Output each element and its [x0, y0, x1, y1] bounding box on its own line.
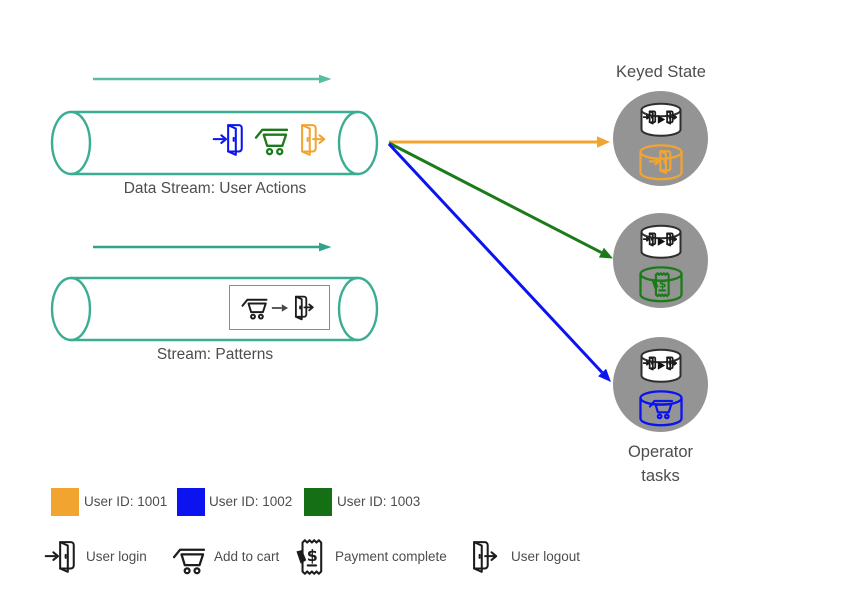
add-to-cart-icon	[241, 296, 268, 320]
arrow-user-1002	[387, 142, 611, 382]
payment-complete-legend-label: Payment complete	[335, 549, 447, 564]
pattern-operator-icon	[640, 348, 681, 383]
user-1001-label: User ID: 1001	[84, 494, 168, 509]
arrow-user-1001	[389, 136, 610, 148]
operator-task-3	[613, 337, 708, 432]
user-logout-icon	[292, 293, 318, 323]
operator-task-2	[613, 213, 708, 308]
keyed-state-login-icon	[638, 144, 683, 181]
user-1002-label: User ID: 1002	[209, 494, 293, 509]
user-login-legend-label: User login	[86, 549, 147, 564]
stream1-flow-arrow	[93, 74, 332, 84]
keyed-state-title: Keyed State	[616, 63, 706, 81]
stream2-cylinder	[50, 276, 379, 342]
add-to-cart-icon	[172, 545, 206, 575]
user-1003-swatch	[304, 488, 332, 516]
stream2-label: Stream: Patterns	[156, 346, 274, 363]
user-login-icon	[44, 538, 78, 576]
user-1003-label: User ID: 1003	[337, 494, 421, 509]
user-1001-swatch	[51, 488, 79, 516]
keyed-state-payment-icon	[638, 266, 683, 303]
stream1-cylinder	[50, 110, 379, 176]
pattern-operator-icon	[640, 224, 681, 259]
add-to-cart-legend-label: Add to cart	[214, 549, 280, 564]
user-logout-icon	[297, 121, 331, 159]
user-logout-legend-label: User logout	[511, 549, 581, 564]
pattern-box	[229, 285, 330, 330]
user-logout-icon	[469, 538, 503, 576]
stream2-flow-arrow	[93, 242, 332, 252]
pattern-operator-icon	[640, 102, 681, 137]
payment-complete-icon	[296, 537, 324, 578]
stream1-label: Data Stream: User Actions	[123, 180, 307, 197]
user-1002-swatch	[177, 488, 205, 516]
add-to-cart-icon	[254, 125, 289, 156]
operator-task-1	[613, 91, 708, 186]
operator-tasks-label: Operator tasks	[627, 443, 694, 485]
then-arrow-icon	[271, 303, 289, 312]
user-login-icon	[212, 121, 246, 159]
stream1-events	[212, 121, 331, 159]
keyed-state-cart-icon	[638, 390, 683, 427]
arrow-user-1003	[388, 141, 613, 259]
